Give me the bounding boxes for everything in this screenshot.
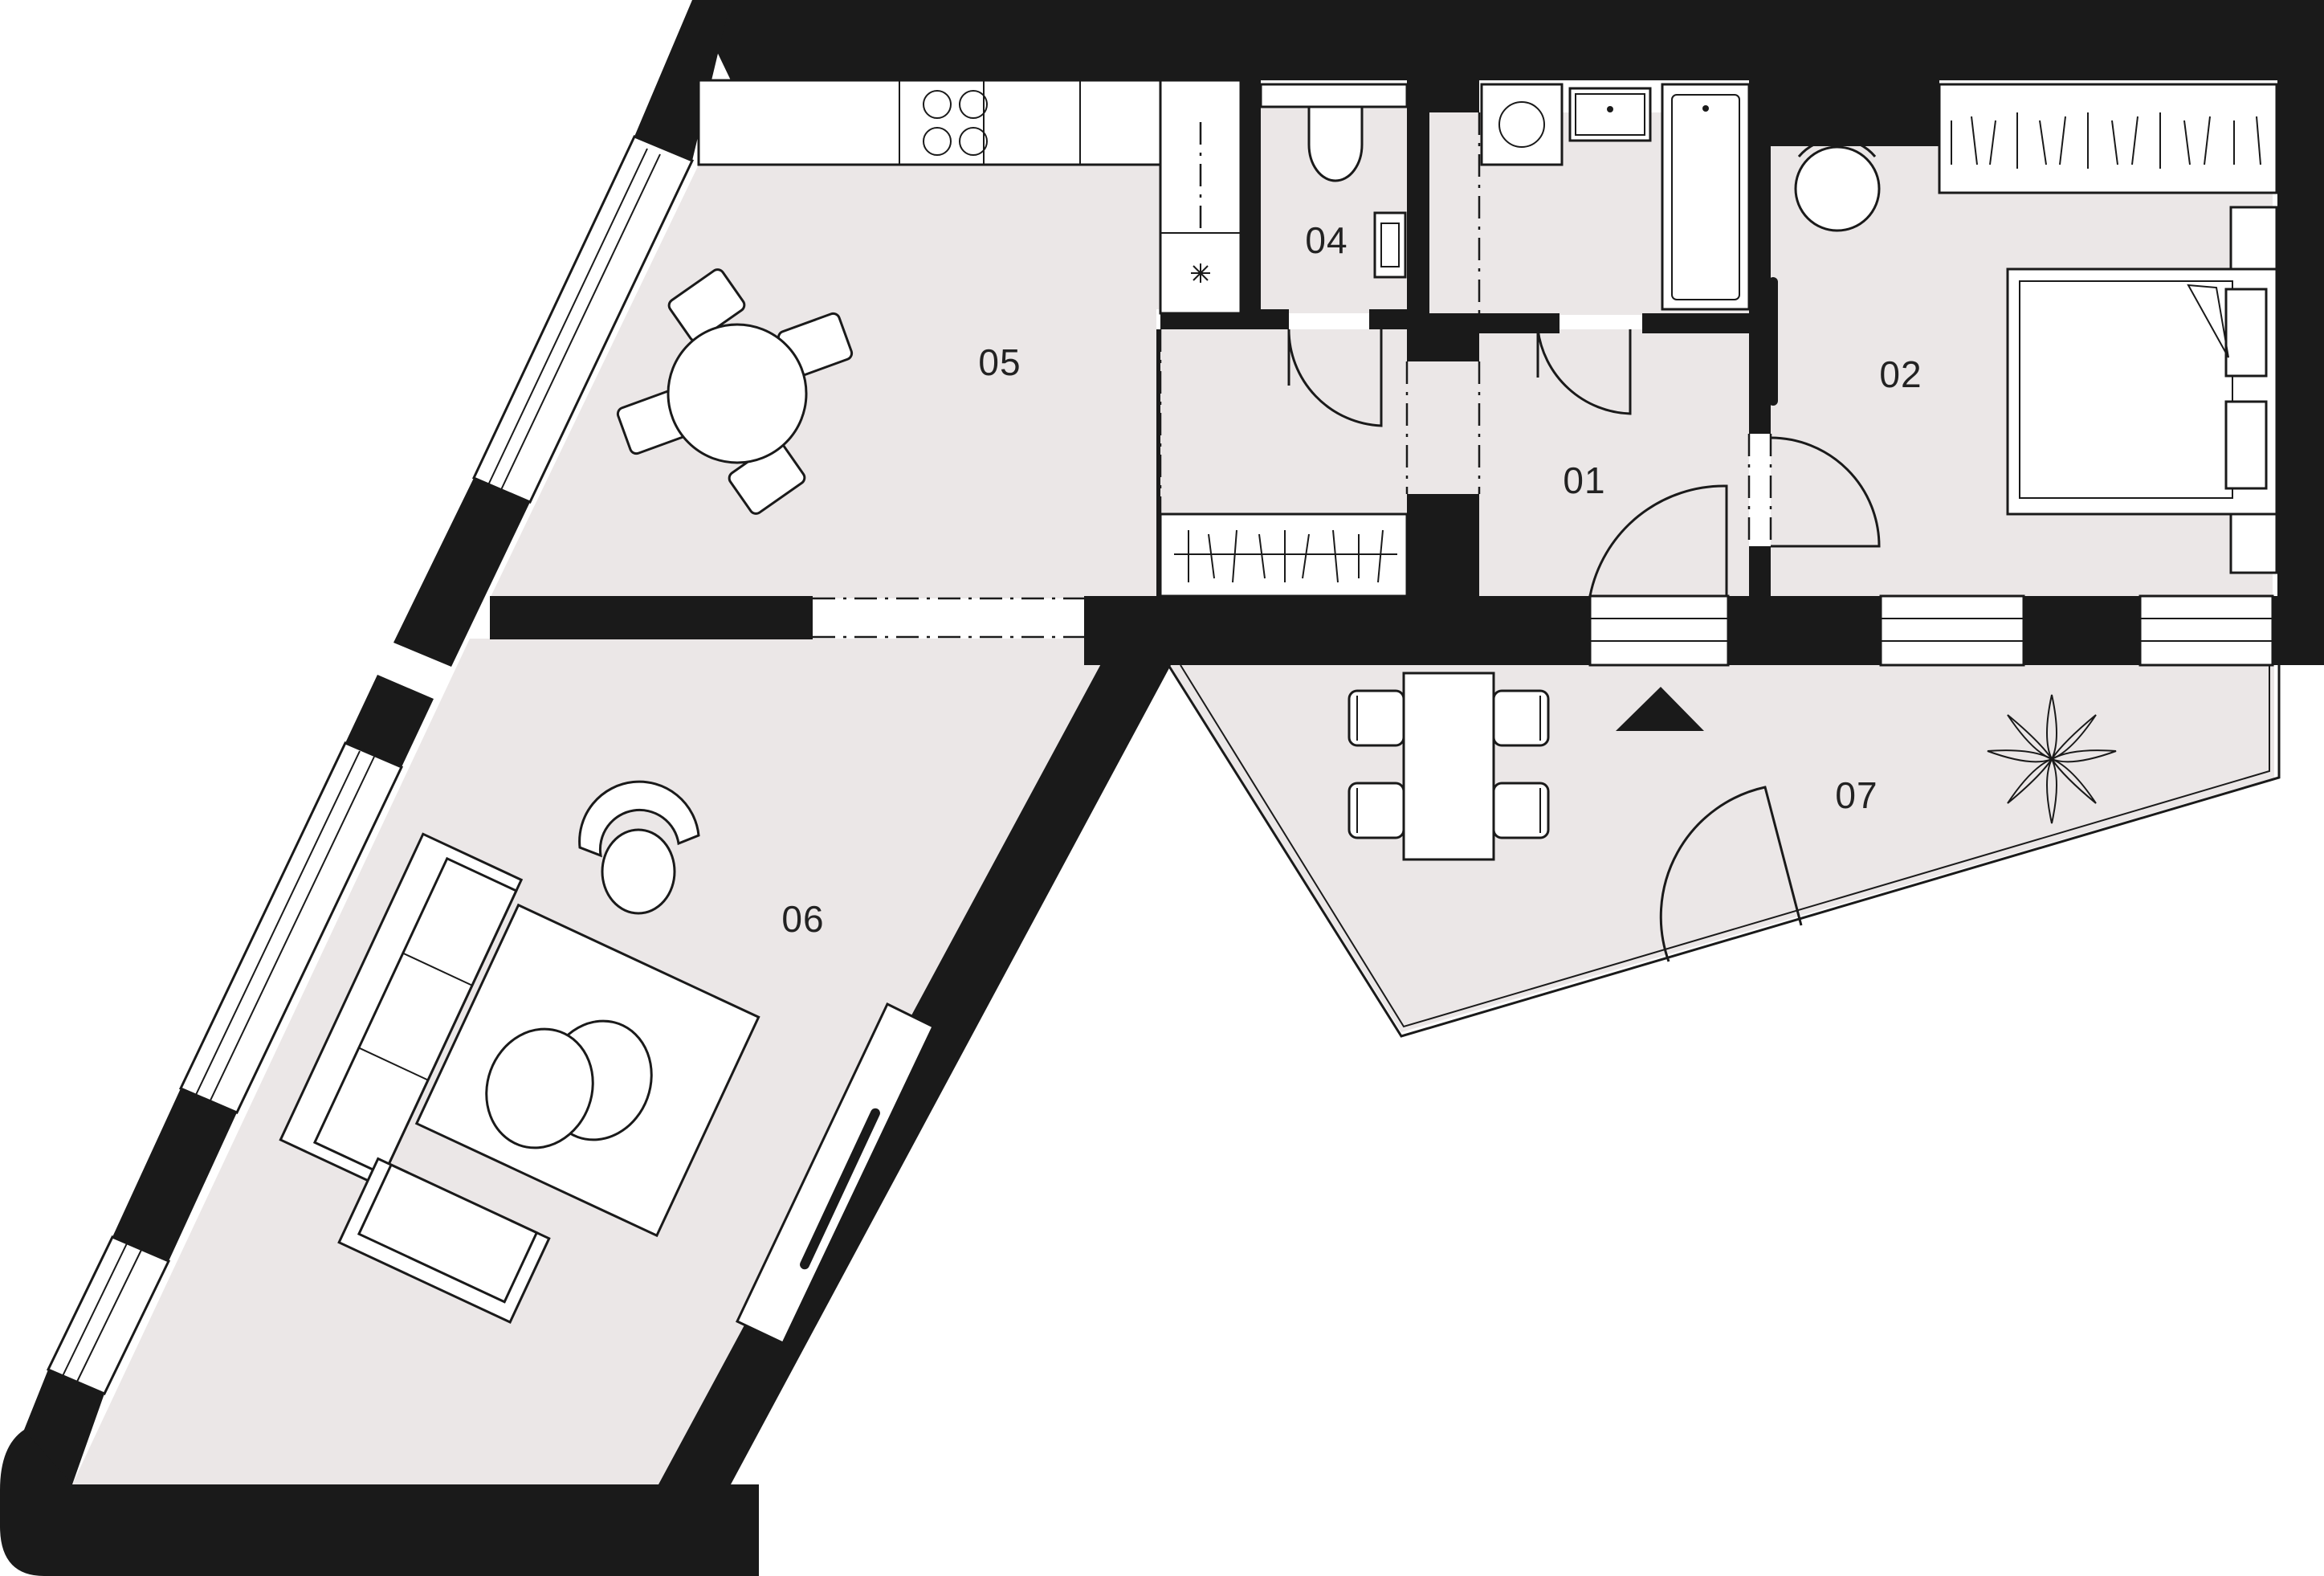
living-room	[279, 780, 935, 1345]
nightstand	[2229, 507, 2278, 574]
bathtub	[1661, 83, 1751, 311]
doors	[1287, 277, 1881, 962]
chair	[1492, 782, 1550, 839]
bedroom	[1794, 83, 2278, 574]
wall-hall-bottom	[1558, 596, 1590, 665]
wall-hall-left	[1156, 329, 1160, 598]
wall-hall-bottom-2	[1728, 596, 1881, 665]
corridor-wardrobe	[1159, 512, 1409, 598]
wall-corr	[1407, 313, 1479, 361]
nightstand	[2229, 206, 2278, 273]
wall-bottom	[0, 1430, 759, 1576]
pillow	[2224, 400, 2268, 490]
wall-left-lower-a	[112, 1088, 237, 1261]
door-07	[1659, 786, 1803, 962]
washing-machine	[1480, 83, 1564, 166]
dining-set-05	[616, 268, 854, 515]
wall-right	[2277, 0, 2324, 665]
wall-left-upper-a	[634, 0, 731, 161]
window-02-a	[1879, 594, 2025, 667]
wall-left-upper-c	[345, 675, 434, 767]
room-label-05: 05	[978, 341, 1021, 383]
wall-02-bottom-right	[2273, 596, 2324, 665]
chair	[667, 268, 746, 342]
wall-05-06-left	[490, 596, 813, 639]
sink	[1568, 87, 1652, 142]
balcony	[1167, 664, 2281, 1038]
balcony-rail	[1167, 664, 2281, 1038]
windows	[46, 135, 2274, 1395]
chair	[1492, 689, 1550, 747]
kitchen-counter-top	[697, 79, 1162, 166]
window-05	[471, 135, 695, 504]
wall-04-left	[1241, 80, 1261, 313]
room-label-06: 06	[781, 898, 824, 940]
cistern	[1259, 83, 1409, 108]
door-02-leaf	[1768, 277, 1778, 406]
wall-left-upper-b	[393, 478, 530, 667]
room-label-07: 07	[1835, 774, 1878, 816]
floor-room-04	[1261, 88, 1407, 313]
sink-star-icon	[1191, 263, 1210, 283]
floor-room-05	[490, 165, 1160, 598]
balcony-dining	[1348, 672, 1550, 861]
balcony-table	[1402, 672, 1495, 861]
wall-02-top-left	[1771, 80, 1939, 146]
door-04	[1287, 329, 1383, 427]
floor-room-07	[1168, 665, 2274, 1032]
hangers	[1951, 112, 2261, 169]
chair	[1348, 782, 1405, 839]
armchair	[1794, 137, 1881, 232]
plant-icon	[1987, 694, 2117, 824]
wc	[1259, 83, 1409, 279]
room-label-04: 04	[1305, 219, 1348, 261]
chair	[1348, 689, 1405, 747]
door-02	[1770, 436, 1881, 548]
pillow	[2224, 288, 2268, 378]
window-06-upper	[178, 741, 404, 1114]
cooktop-icon	[923, 90, 988, 156]
window-02-b	[2138, 594, 2274, 667]
wall-bath-right	[1749, 80, 1771, 434]
door-entrance	[1588, 484, 1728, 597]
lounge-chair	[578, 780, 700, 915]
room-label-02: 02	[1879, 353, 1922, 395]
door-hall-balcony	[1588, 594, 1730, 667]
kitchen	[697, 79, 1242, 315]
wall-top	[692, 0, 2324, 80]
wall-bath-left	[1429, 80, 1479, 112]
tv-unit	[736, 1002, 935, 1345]
wall-04-bath-low	[1407, 494, 1479, 665]
wall-02-left-low	[1749, 546, 1771, 606]
room-labels: 01 02 04 05 06 07	[781, 219, 1922, 940]
wardrobe	[1938, 83, 2278, 194]
toilet-icon	[1307, 105, 1364, 182]
coffee-tables	[485, 1019, 653, 1149]
wall-02-bottom-mid	[2024, 596, 2140, 665]
round-table	[667, 323, 808, 464]
wall-05-06-right	[1084, 596, 1566, 665]
wall-bath-bottom-a	[1479, 313, 1560, 333]
wall-bath-bottom-b	[1642, 313, 1749, 333]
window-06-lower	[46, 1235, 171, 1395]
door-bath	[1536, 329, 1632, 415]
room-label-01: 01	[1563, 459, 1605, 501]
bathroom	[1480, 83, 1751, 311]
entrance-arrow-icon	[1616, 687, 1704, 731]
